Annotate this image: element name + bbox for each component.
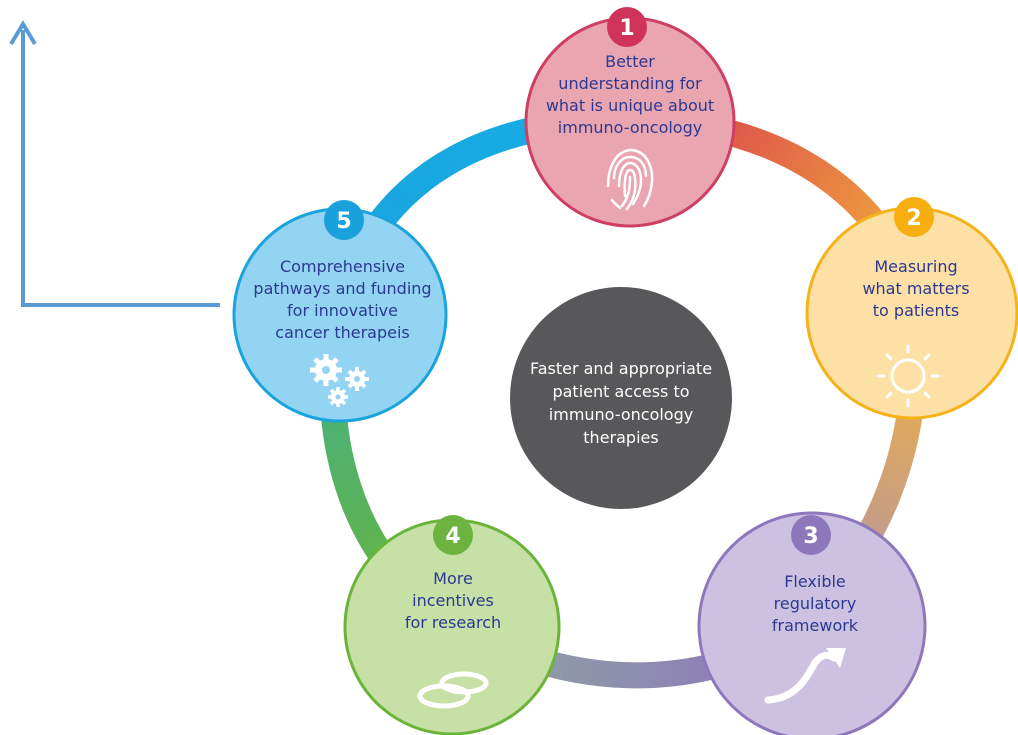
center-label: Faster and appropriate patient access to… — [521, 357, 721, 449]
node-3-number: 3 — [803, 524, 818, 549]
rising-arrow-icon — [764, 648, 846, 704]
node-2-badge — [894, 197, 934, 237]
node-3-badge — [791, 515, 831, 555]
node-5-label-line: cancer therapeis — [275, 323, 410, 342]
node-1-label-line: Better — [605, 52, 655, 71]
node-4-number: 4 — [445, 524, 460, 549]
bracelets-icon — [417, 671, 489, 709]
node-2-label-line: Measuring — [874, 257, 958, 276]
node-5-label-line: pathways and funding — [253, 279, 432, 298]
node-4: 4 — [343, 515, 561, 735]
node-5-label: Comprehensive pathways and funding for i… — [250, 256, 435, 344]
node-5-label-line: for innovative — [287, 301, 398, 320]
node-4-label-line: incentives — [412, 591, 494, 610]
node-2-number: 2 — [906, 206, 921, 231]
node-4-label-line: More — [433, 569, 473, 588]
gears-icon — [310, 354, 369, 407]
node-3: 3 — [697, 511, 927, 735]
node-3-label-line: Flexible — [784, 572, 846, 591]
node-3-label-line: regulatory — [773, 594, 857, 613]
node-4-label-line: for research — [404, 613, 502, 632]
node-1: 1 — [524, 7, 736, 228]
node-1-label-line: understanding for — [558, 74, 702, 93]
center-label-line: patient access to — [552, 382, 690, 401]
node-4-badge — [433, 515, 473, 555]
center-label-line: therapies — [583, 428, 659, 447]
node-1-label: Better understanding for what is unique … — [540, 51, 720, 139]
center-label-line: Faster and appropriate — [529, 359, 713, 378]
node-5-badge — [324, 200, 364, 240]
node-3-circle — [697, 511, 927, 735]
node-3-label-line: framework — [771, 616, 859, 635]
node-1-badge — [607, 7, 647, 47]
sun-icon — [876, 344, 940, 408]
node-5: 5 — [232, 200, 448, 423]
node-4-label: More incentives for research — [373, 568, 533, 634]
node-2-label-line: what matters — [862, 279, 970, 298]
node-2-label: Measuring what matters to patients — [836, 256, 996, 322]
node-5-label-line: Comprehensive — [280, 257, 405, 276]
node-1-label-line: immuno-oncology — [557, 118, 703, 137]
center-circle — [510, 287, 732, 509]
center-label-line: immuno-oncology — [548, 405, 694, 424]
fingerprint-icon — [606, 148, 654, 211]
node-2: 2 — [805, 197, 1018, 420]
node-3-label: Flexible regulatory framework — [735, 571, 895, 637]
node-2-label-line: to patients — [872, 301, 960, 320]
node-1-number: 1 — [619, 16, 634, 41]
node-1-label-line: what is unique about — [545, 96, 715, 115]
node-5-number: 5 — [336, 209, 351, 234]
